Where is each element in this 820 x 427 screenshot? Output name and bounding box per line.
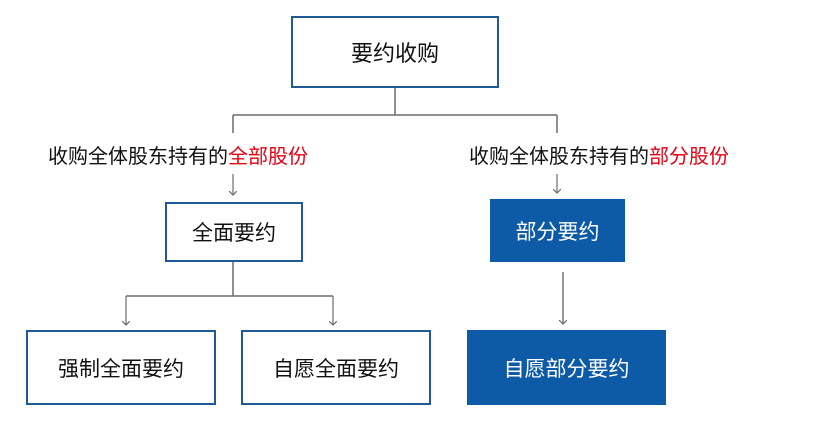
- full-offer-node: 全面要约: [165, 202, 303, 262]
- mandatory-full-offer-label: 强制全面要约: [58, 356, 184, 381]
- partial-condition-prefix: 收购全体股东持有的: [469, 144, 649, 168]
- voluntary-partial-offer-label: 自愿部分要约: [503, 356, 630, 381]
- partial-offer-node: 部分要约: [490, 199, 625, 262]
- mandatory-full-offer-node: 强制全面要约: [26, 330, 216, 405]
- tender-offer-label: 要约收购: [350, 42, 439, 67]
- full-shares-condition: 收购全体股东持有的全部股份: [48, 140, 308, 169]
- partial-shares-condition: 收购全体股东持有的部分股份: [469, 140, 729, 169]
- partial-condition-highlight: 部分股份: [649, 144, 729, 168]
- voluntary-full-offer-label: 自愿全面要约: [273, 356, 399, 381]
- full-condition-highlight: 全部股份: [228, 144, 308, 168]
- voluntary-full-offer-node: 自愿全面要约: [241, 330, 431, 405]
- tender-offer-node: 要约收购: [291, 16, 499, 88]
- full-offer-label: 全面要约: [192, 221, 276, 245]
- full-condition-prefix: 收购全体股东持有的: [48, 144, 228, 168]
- partial-offer-label: 部分要约: [515, 219, 600, 244]
- voluntary-partial-offer-node: 自愿部分要约: [467, 330, 666, 405]
